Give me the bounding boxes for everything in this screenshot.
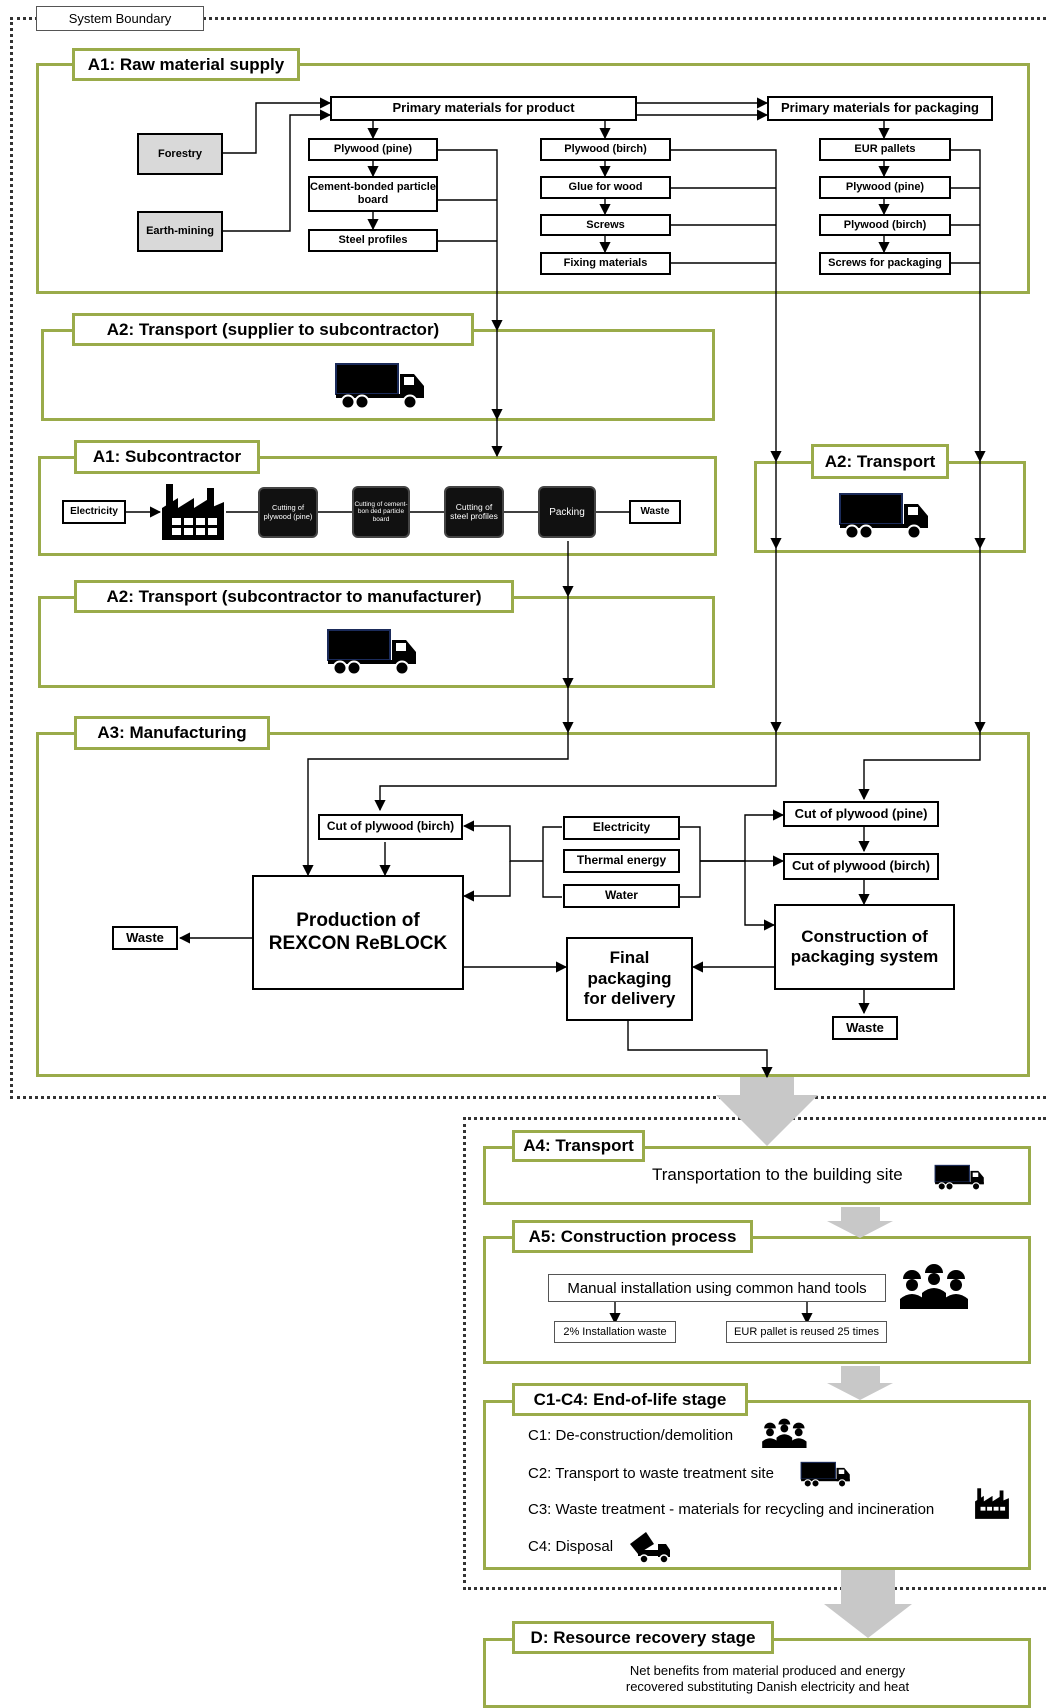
stage-a4-frame	[483, 1146, 1031, 1205]
step-cut-pine: Cutting of plywood (pine)	[258, 487, 318, 538]
system-boundary-label: System Boundary	[36, 6, 204, 31]
system-boundary-upper	[10, 17, 1046, 1099]
fixing-materials-node: Fixing materials	[540, 252, 671, 275]
stage-a1-sub-title: A1: Subcontractor	[74, 440, 260, 474]
truck-icon	[839, 493, 928, 540]
sub-electricity-node: Electricity	[62, 500, 126, 524]
stage-a5-frame	[483, 1236, 1031, 1364]
workers-icon	[900, 1264, 968, 1309]
stage-a1-frame	[36, 63, 1030, 294]
stage-a4-title: A4: Transport	[512, 1130, 645, 1162]
stage-a5-title: A5: Construction process	[512, 1220, 753, 1253]
dump-truck-icon	[630, 1532, 670, 1564]
final-packaging-node: Final packaging for delivery	[566, 937, 693, 1021]
waste-left-node: Waste	[112, 926, 178, 950]
step-packing: Packing	[538, 486, 596, 538]
d-text: Net benefits from material produced and …	[625, 1663, 910, 1694]
stage-a2-supplier-title: A2: Transport (supplier to subcontractor…	[72, 313, 474, 346]
step-cut-steel: Cutting of steel profiles	[444, 486, 504, 538]
a4-text: Transportation to the building site	[652, 1165, 903, 1184]
screws-node: Screws	[540, 214, 671, 236]
cement-board-node: Cement-bonded particle board	[308, 176, 438, 212]
stage-a2-sub-man-title: A2: Transport (subcontractor to manufact…	[74, 580, 514, 613]
cut-birch-right-node: Cut of plywood (birch)	[783, 853, 939, 880]
electricity-node: Electricity	[563, 816, 680, 840]
stage-a2-right-title: A2: Transport	[811, 444, 949, 479]
c1-text: C1: De-construction/demolition	[528, 1427, 734, 1444]
glue-node: Glue for wood	[540, 176, 671, 199]
c4-text: C4: Disposal	[528, 1538, 614, 1555]
earth-mining-node: Earth-mining	[137, 211, 223, 252]
packaging-plywood-birch-node: Plywood (birch)	[819, 214, 951, 236]
waste-right-node: Waste	[832, 1016, 898, 1040]
stage-a1-title: A1: Raw material supply	[72, 48, 300, 81]
stage-c-title: C1-C4: End-of-life stage	[512, 1383, 748, 1416]
stage-a3-frame	[36, 732, 1030, 1077]
installation-waste-box: 2% Installation waste	[554, 1321, 676, 1343]
pallet-reuse-box: EUR pallet is reused 25 times	[726, 1321, 887, 1343]
primary-materials-product: Primary materials for product	[330, 96, 637, 121]
construction-packaging-node: Construction of packaging system	[774, 904, 955, 990]
manual-installation-box: Manual installation using common hand to…	[548, 1274, 886, 1302]
step-cut-board: Cutting of cement-bon ded particle board	[352, 486, 410, 538]
eur-pallets-node: EUR pallets	[819, 138, 951, 161]
workers-icon	[762, 1418, 807, 1448]
truck-icon	[800, 1461, 850, 1488]
steel-profiles-node: Steel profiles	[308, 229, 438, 252]
packaging-plywood-pine-node: Plywood (pine)	[819, 176, 951, 199]
c2-text: C2: Transport to waste treatment site	[528, 1465, 774, 1482]
factory-icon	[162, 484, 224, 540]
truck-icon	[934, 1164, 984, 1191]
cut-birch-left-node: Cut of plywood (birch)	[318, 814, 463, 840]
forestry-node: Forestry	[137, 133, 223, 175]
water-node: Water	[563, 884, 680, 908]
screws-packaging-node: Screws for packaging	[819, 252, 951, 275]
factory-icon	[975, 1488, 1009, 1519]
gray-flow-arrows	[716, 1077, 912, 1638]
truck-icon	[327, 629, 416, 676]
stage-a1-sub-frame	[38, 456, 717, 556]
truck-icon	[335, 363, 424, 410]
primary-materials-packaging: Primary materials for packaging	[767, 96, 993, 121]
thermal-energy-node: Thermal energy	[563, 849, 680, 873]
stage-d-title: D: Resource recovery stage	[512, 1621, 774, 1654]
cut-pine-right-node: Cut of plywood (pine)	[783, 801, 939, 827]
stage-c-frame	[483, 1400, 1031, 1570]
stage-a3-title: A3: Manufacturing	[74, 716, 270, 750]
sub-waste-node: Waste	[629, 500, 681, 524]
production-node: Production of REXCON ReBLOCK	[252, 875, 464, 990]
plywood-pine-node: Plywood (pine)	[308, 138, 438, 161]
c3-text: C3: Waste treatment - materials for recy…	[528, 1501, 935, 1518]
plywood-birch-node: Plywood (birch)	[540, 138, 671, 161]
